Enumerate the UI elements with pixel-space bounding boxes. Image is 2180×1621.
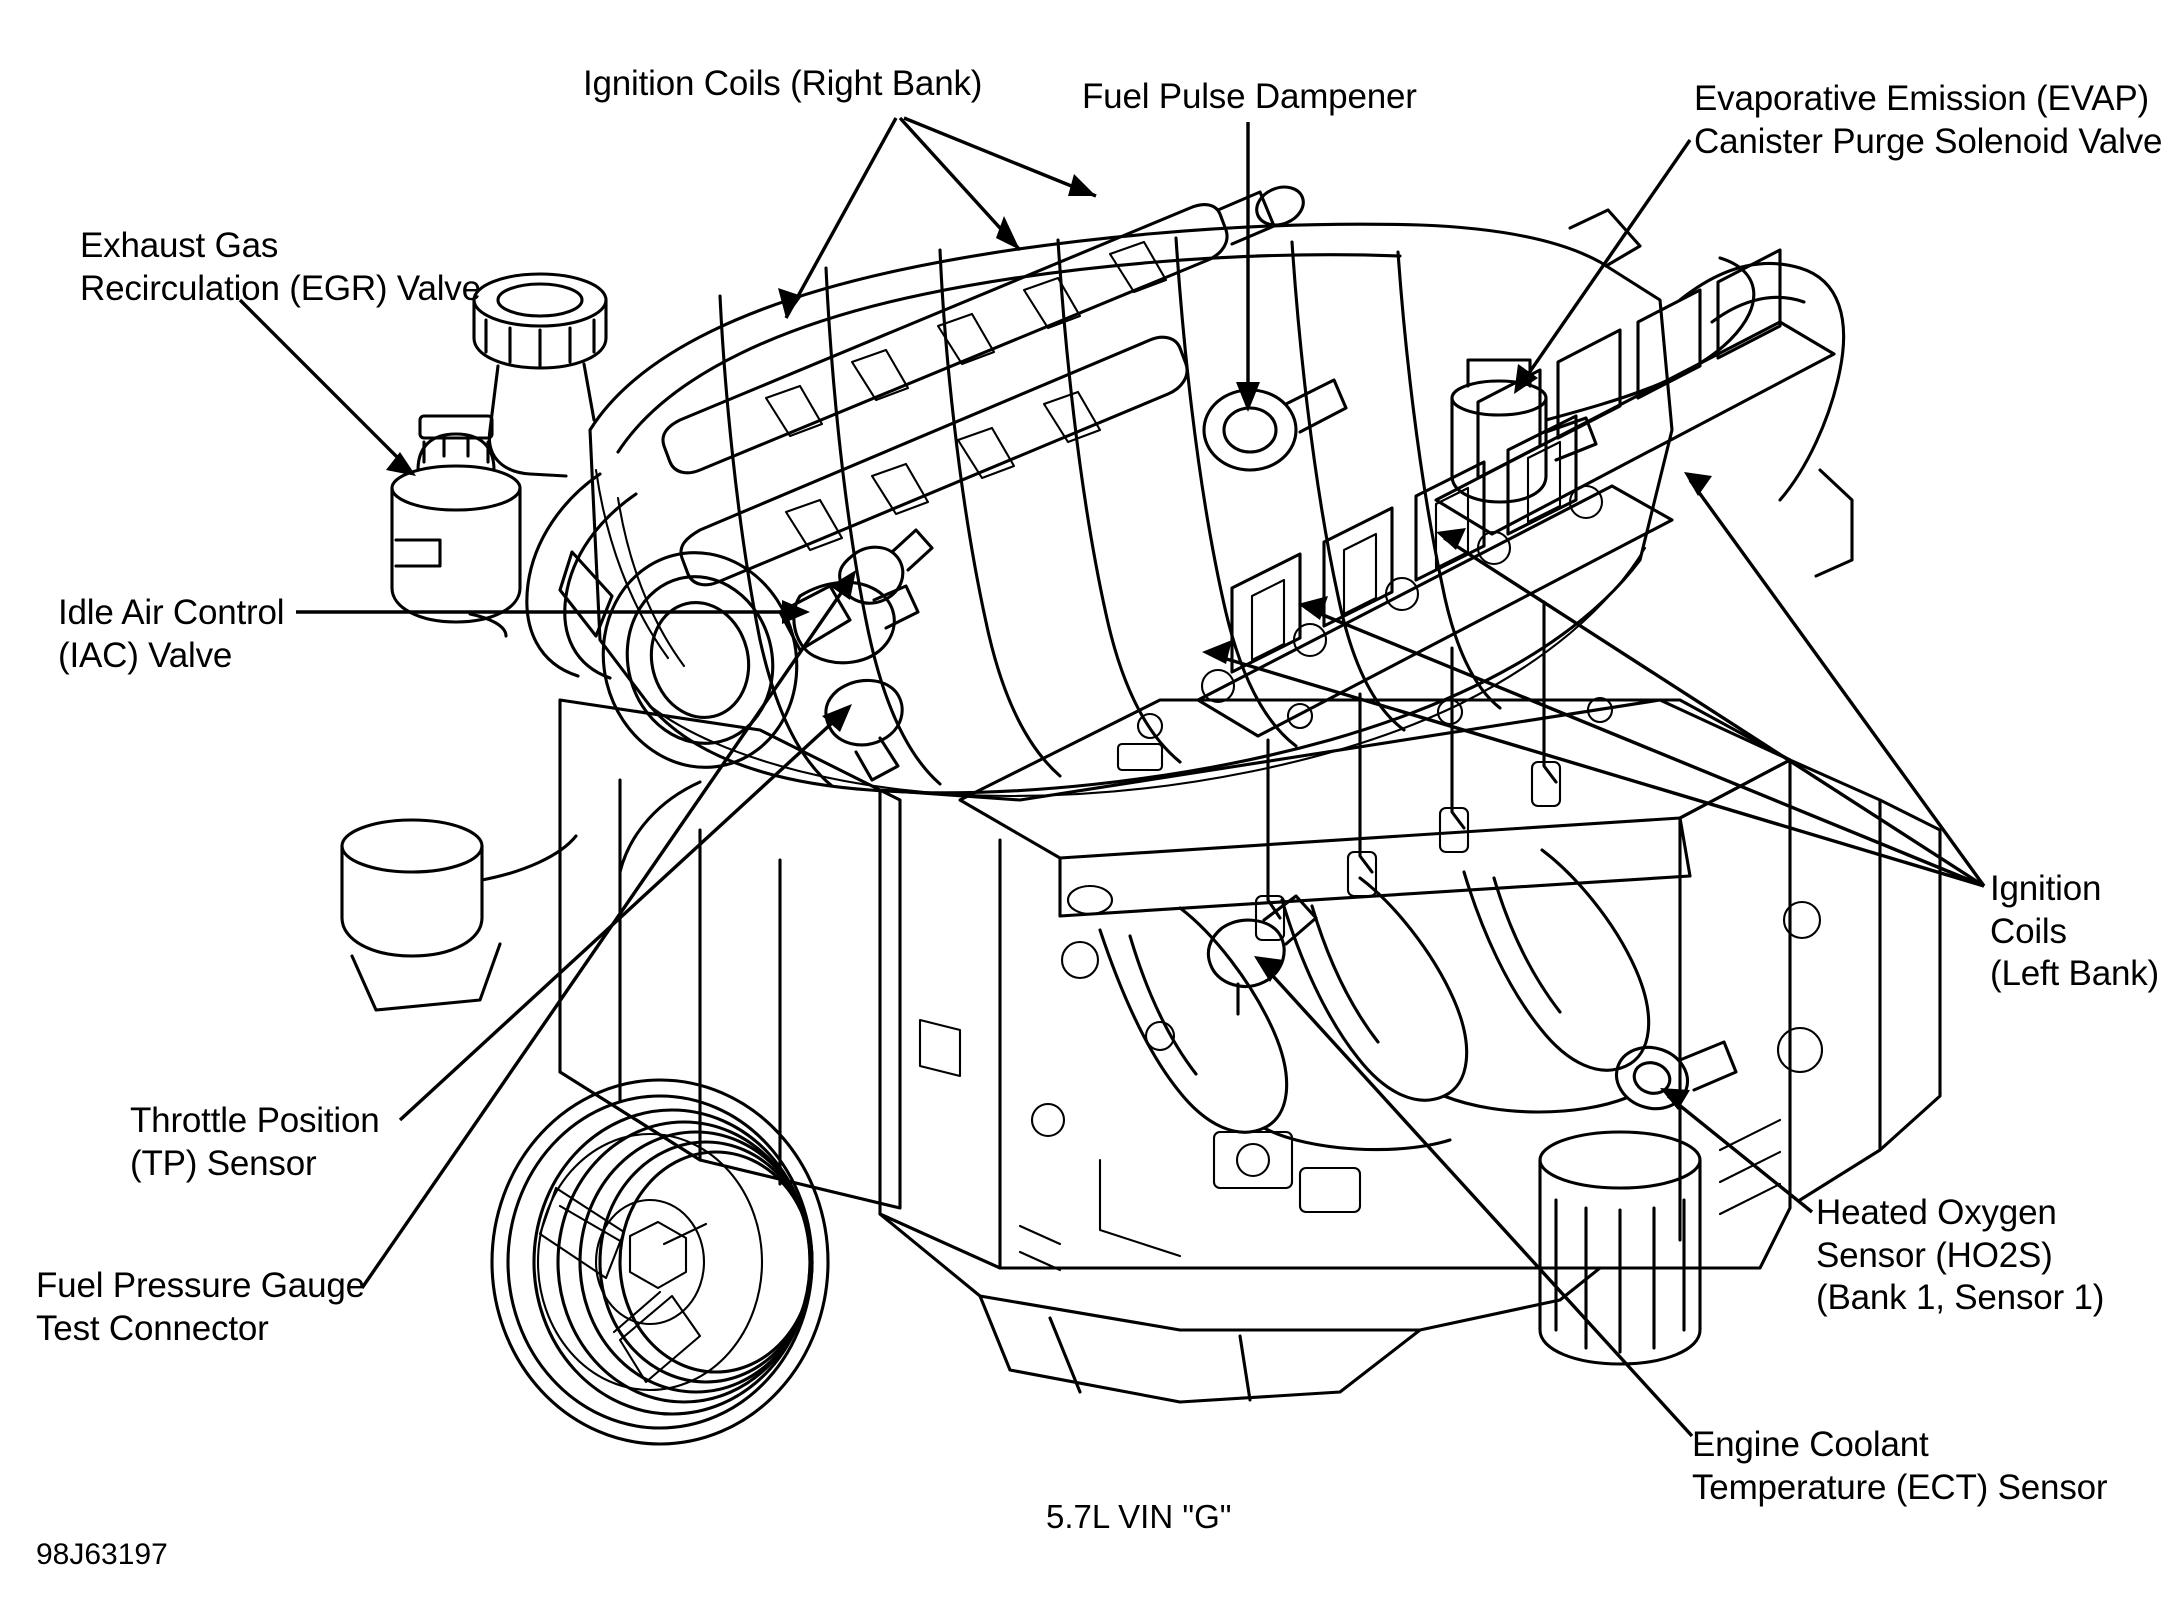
front-engine-cover (558, 698, 902, 1210)
fuel-injectors-lower (784, 390, 1102, 552)
intake-manifold (588, 222, 1674, 798)
throttle-body (558, 550, 852, 769)
ignition-coil-pack-right (1196, 414, 1674, 738)
callout-egr-valve: Exhaust Gas Recirculation (EGR) Valve (80, 226, 481, 308)
ignition-coil-pack-left (1434, 248, 1836, 536)
leader-ect-sensor (1254, 956, 1694, 1438)
leader-ignition-coils-right-bank (778, 116, 1097, 319)
callout-throttle-position-sensor: Throttle Position (TP) Sensor (130, 1101, 380, 1183)
oil-pan (878, 1212, 1602, 1404)
leader-ho2s-sensor (1660, 1088, 1814, 1214)
fuel-rail-upper (661, 185, 1305, 475)
callout-fuel-pressure-gauge-test-connector: Fuel Pressure Gauge Test Connector (36, 1266, 365, 1348)
callout-evap-canister-purge-solenoid-valve: Evaporative Emission (EVAP) Canister Pur… (1694, 79, 2163, 161)
water-pump-inlet (340, 818, 578, 1012)
leader-evap-purge-solenoid (1514, 139, 1692, 394)
leader-lines (238, 116, 1986, 1438)
leader-iac-valve (296, 600, 810, 624)
callout-ignition-coils-left-bank: Ignition Coils (Left Bank) (1990, 869, 2159, 994)
engine-artwork (340, 185, 1942, 1446)
oil-filter (1538, 1130, 1702, 1366)
egr-valve (390, 414, 522, 638)
fuel-rail-lower (679, 335, 1189, 587)
callout-ignition-coils-right-bank: Ignition Coils (Right Bank) (583, 64, 983, 103)
leader-ignition-coils-left-bank (1202, 472, 1986, 888)
fuel-pressure-test-connector (838, 528, 934, 605)
ho2s-sensor (1614, 1040, 1738, 1111)
callout-heated-oxygen-sensor: Heated Oxygen Sensor (HO2S) (Bank 1, Sen… (1816, 1193, 2105, 1318)
rear-bellhousing (1776, 758, 1942, 1202)
leader-tp-sensor (398, 704, 852, 1122)
fuel-injectors-upper (764, 240, 1168, 438)
cover-studs (1116, 696, 1614, 772)
callout-fuel-pulse-dampener: Fuel Pulse Dampener (1082, 77, 1417, 116)
callout-engine-coolant-temperature-sensor: Engine Coolant Temperature (ECT) Sensor (1692, 1425, 2108, 1507)
tp-sensor (824, 678, 904, 782)
rear-pipes (1568, 208, 1854, 578)
exhaust-manifold (1098, 848, 1651, 1152)
leader-fuel-pressure-test-connector (360, 570, 856, 1289)
intake-front-ribs (594, 468, 686, 668)
figure-caption: 5.7L VIN "G" (1046, 1498, 1232, 1535)
oil-fill-cap (472, 272, 608, 478)
fuel-pulse-dampener (1202, 378, 1348, 472)
front-hoses (525, 472, 702, 874)
leader-egr-valve (238, 298, 416, 476)
callout-iac-valve: Idle Air Control (IAC) Valve (58, 593, 285, 675)
block-hardware (918, 884, 1362, 1258)
ect-sensor (1206, 894, 1318, 1016)
block-hatching (1018, 1118, 1782, 1272)
evap-hose (1544, 256, 1756, 422)
leader-fuel-pulse-dampener (1236, 122, 1260, 412)
crankshaft-pulley (490, 1078, 830, 1446)
part-number: 98J63197 (36, 1538, 168, 1571)
